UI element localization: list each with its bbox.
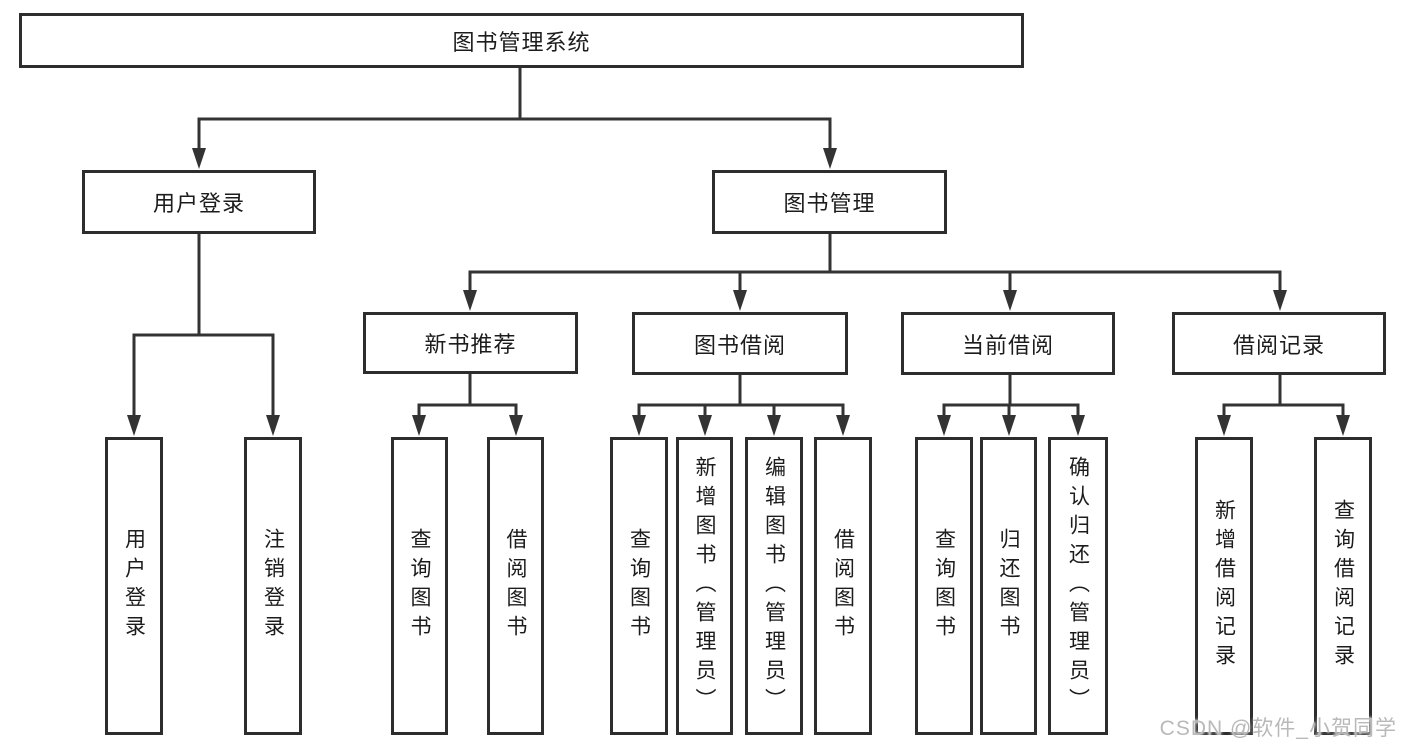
node-current-confirm-return-admin: 确认归还（管理员）: [1048, 437, 1108, 735]
node-current-query-books: 查询图书: [915, 437, 973, 735]
node-borrow-edit-books-admin: 编辑图书（管理员）: [745, 437, 803, 735]
node-records-query-record: 查询借阅记录: [1314, 437, 1372, 735]
node-records-add-record: 新增借阅记录: [1195, 437, 1253, 735]
node-new-book-recommend: 新书推荐: [363, 312, 578, 374]
watermark: CSDN @软件_小贺同学: [1159, 717, 1397, 740]
node-login: 用户登录: [105, 437, 163, 735]
node-current-borrowing: 当前借阅: [901, 312, 1115, 375]
node-logout: 注销登录: [244, 437, 302, 735]
node-borrow-query-books: 查询图书: [610, 437, 668, 735]
node-book-management-system: 图书管理系统: [19, 13, 1024, 68]
arrowheads: [127, 148, 1350, 436]
node-book-borrowing: 图书借阅: [632, 312, 848, 375]
node-current-return-books: 归还图书: [980, 437, 1037, 735]
node-borrow-add-books-admin: 新增图书（管理员）: [676, 437, 733, 735]
node-book-management: 图书管理: [712, 170, 947, 234]
node-user-login: 用户登录: [82, 170, 316, 234]
node-borrowing-records: 借阅记录: [1172, 312, 1386, 375]
node-recommend-query-books: 查询图书: [391, 437, 448, 735]
node-borrow-borrow-books: 借阅图书: [814, 437, 872, 735]
node-recommend-borrow-books: 借阅图书: [487, 437, 544, 735]
